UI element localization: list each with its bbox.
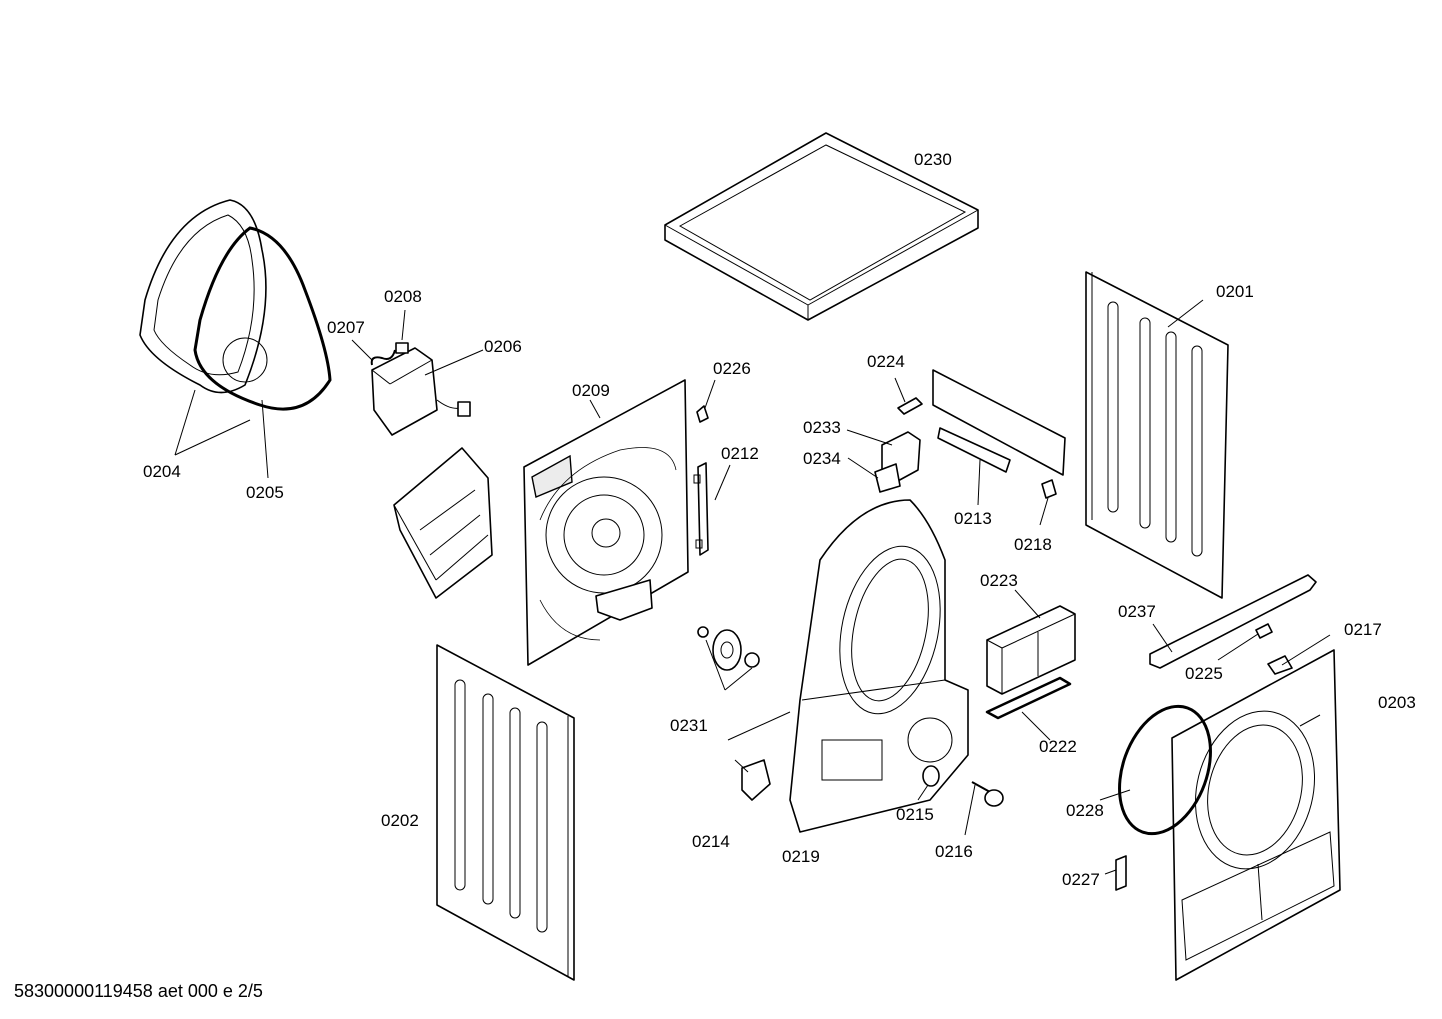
part-0228-door-seal (1118, 704, 1212, 836)
label-0206: 0206 (484, 337, 522, 356)
part-0208-connector (395, 342, 409, 354)
part-0218-clip (1041, 479, 1057, 499)
part-0212-cable-holder (693, 462, 709, 556)
label-0228: 0228 (1066, 801, 1104, 820)
part-0226-clip (696, 405, 709, 423)
part-0230-top-cover (664, 132, 979, 321)
label-0203: 0203 (1378, 693, 1416, 712)
label-0230: 0230 (914, 150, 952, 169)
control-panel-bracket (932, 369, 1066, 476)
label-0204: 0204 (143, 462, 181, 481)
part-0214-pump (741, 759, 771, 801)
part-0201-side-panel-right (1085, 271, 1229, 599)
part-0204-bearing-shield (139, 199, 268, 394)
label-0233: 0233 (803, 418, 841, 437)
part-0205-seal (193, 226, 332, 411)
label-0227: 0227 (1062, 870, 1100, 889)
label-0205: 0205 (246, 483, 284, 502)
diagram-reference-number: 58300000119458 aet 000 e 2/5 (14, 981, 263, 1001)
label-0219: 0219 (782, 847, 820, 866)
label-0215: 0215 (896, 805, 934, 824)
part-0231-fan-parts (697, 626, 760, 671)
label-0234: 0234 (803, 449, 841, 468)
label-0226: 0226 (713, 359, 751, 378)
part-0203-front-panel (1171, 649, 1341, 981)
label-0207: 0207 (327, 318, 365, 337)
part-0225-clip (1255, 623, 1273, 639)
label-0213: 0213 (954, 509, 992, 528)
part-0223-filter (986, 605, 1076, 695)
leader-lines (174, 299, 1331, 875)
part-0227-hinge-plate (1115, 855, 1127, 891)
part-0206-electronic-module (371, 347, 471, 436)
label-0209: 0209 (572, 381, 610, 400)
label-0202: 0202 (381, 811, 419, 830)
part-0216-drain-nipple (971, 781, 1004, 807)
label-0212: 0212 (721, 444, 759, 463)
part-0233-0234-switch (874, 431, 921, 493)
part-0224-holder (897, 397, 923, 415)
part-0222-filter-seal (985, 676, 1072, 720)
part-0217-latch (1267, 655, 1293, 675)
part-0209-rear-panel (523, 379, 689, 666)
air-duct-frame (393, 447, 493, 599)
part-0207-cable (370, 349, 396, 366)
label-0214: 0214 (692, 832, 730, 851)
part-0219-bearing-frame (789, 499, 969, 833)
label-0224: 0224 (867, 352, 905, 371)
label-0225: 0225 (1185, 664, 1223, 683)
part-0202-side-panel-left (436, 644, 575, 981)
label-0217: 0217 (1344, 620, 1382, 639)
label-0231: 0231 (670, 716, 708, 735)
callout-labels: 0230 0201 0208 0207 0206 0224 0226 0209 … (143, 150, 1416, 889)
label-0216: 0216 (935, 842, 973, 861)
part-0237-rail (1149, 574, 1317, 669)
label-0201: 0201 (1216, 282, 1254, 301)
label-0237: 0237 (1118, 602, 1156, 621)
label-0218: 0218 (1014, 535, 1052, 554)
label-0208: 0208 (384, 287, 422, 306)
label-0222: 0222 (1039, 737, 1077, 756)
part-0215-bushing (922, 765, 940, 787)
label-0223: 0223 (980, 571, 1018, 590)
